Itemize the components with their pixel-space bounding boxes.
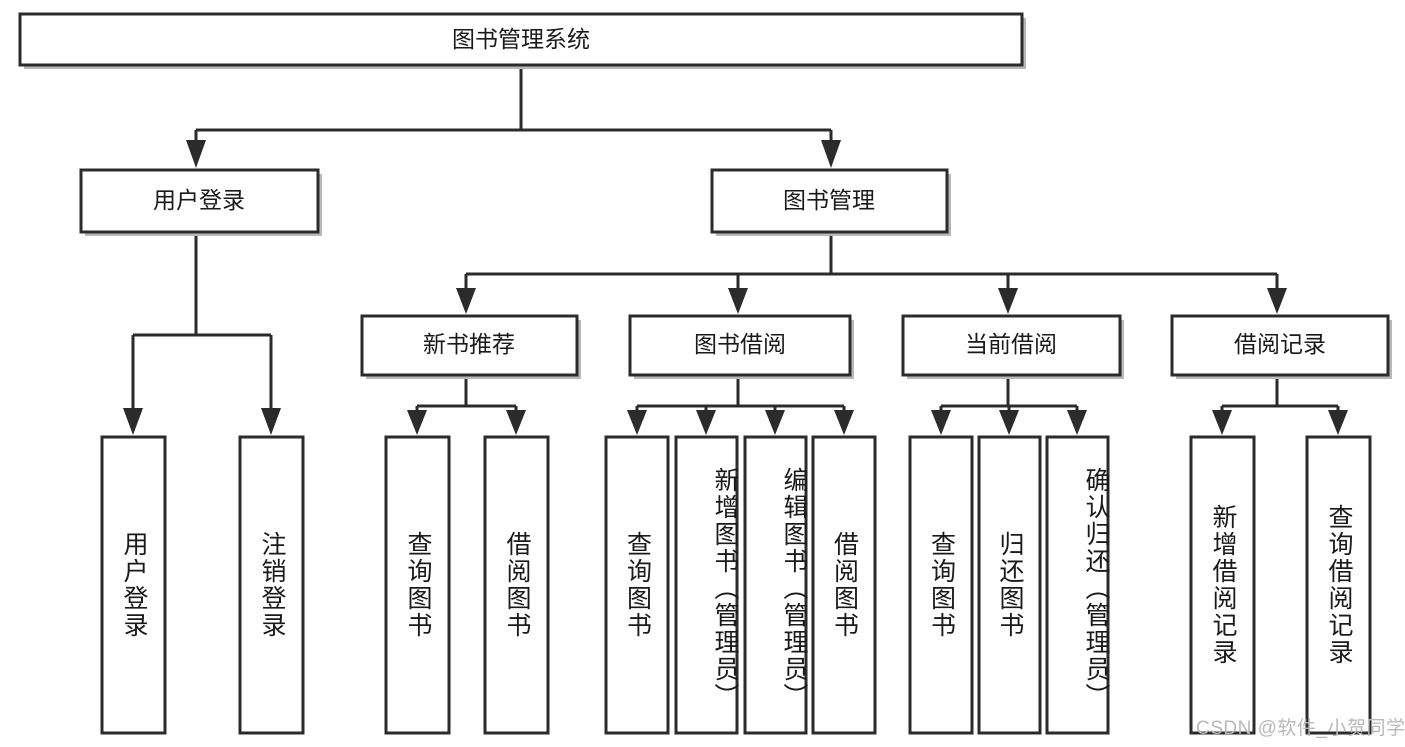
arrowhead-br-leaf-2 bbox=[1328, 410, 1348, 435]
arrowhead-cb-leaf-1 bbox=[931, 410, 951, 435]
leaf-box-book-borrow-3[interactable] bbox=[743, 435, 808, 735]
current-borrow-label: 当前借阅 bbox=[965, 331, 1057, 357]
leaf-box-new-book-1[interactable] bbox=[384, 435, 451, 735]
arrowhead-bb-leaf-4 bbox=[834, 410, 854, 435]
user-login-label: 用户登录 bbox=[153, 187, 245, 213]
leaf-box-user-login-1[interactable] bbox=[100, 435, 167, 735]
leaf-box-user-login-2[interactable] bbox=[238, 435, 305, 735]
root-label: 图书管理系统 bbox=[452, 26, 590, 52]
book-borrow-label: 图书借阅 bbox=[694, 331, 786, 357]
arrowhead-cb-leaf-2 bbox=[999, 410, 1019, 435]
arrowhead-nb-leaf-1 bbox=[407, 410, 427, 435]
arrowhead-nb-leaf-2 bbox=[506, 410, 526, 435]
new-book-box bbox=[360, 314, 579, 377]
arrowhead-bb-leaf-2 bbox=[696, 410, 716, 435]
book-borrow-box bbox=[628, 314, 852, 377]
leaf-box-current-borrow-2[interactable] bbox=[977, 435, 1042, 735]
node-current-borrow[interactable]: 当前借阅 bbox=[901, 314, 1124, 379]
arrowhead-br-leaf-1 bbox=[1212, 410, 1232, 435]
leaf-box-book-borrow-4[interactable] bbox=[811, 435, 877, 735]
arrowhead-user-login bbox=[186, 140, 206, 168]
leaf-box-current-borrow-3[interactable] bbox=[1045, 435, 1110, 735]
node-book-manage[interactable]: 图书管理 bbox=[710, 168, 951, 236]
leaf-box-group bbox=[100, 435, 1372, 735]
arrowhead-bb-leaf-3 bbox=[765, 410, 785, 435]
arrowhead-new-book bbox=[456, 288, 476, 314]
arrowhead-bb-leaf-1 bbox=[627, 410, 647, 435]
leaf-box-borrow-record-1[interactable] bbox=[1189, 435, 1256, 735]
csdn-watermark: CSDN @软件_小贺同学 bbox=[1196, 718, 1405, 739]
node-book-borrow[interactable]: 图书借阅 bbox=[628, 314, 854, 379]
arrowhead-book-borrow bbox=[728, 288, 748, 314]
current-borrow-box bbox=[901, 314, 1122, 377]
node-borrow-record[interactable]: 借阅记录 bbox=[1170, 314, 1392, 379]
arrowhead-cb-leaf-3 bbox=[1067, 410, 1087, 435]
borrow-record-box bbox=[1170, 314, 1390, 377]
book-manage-label: 图书管理 bbox=[783, 187, 875, 213]
node-new-book-recommend[interactable]: 新书推荐 bbox=[360, 314, 581, 379]
node-root[interactable]: 图书管理系统 bbox=[18, 12, 1026, 69]
arrowhead-book-manage bbox=[821, 140, 841, 168]
arrowhead-leaf-user-login-1 bbox=[123, 408, 143, 435]
connector-group bbox=[123, 65, 1348, 435]
user-login-box bbox=[79, 168, 320, 234]
arrowhead-leaf-user-login-2 bbox=[261, 408, 281, 435]
arrowhead-current-borrow bbox=[998, 288, 1018, 314]
borrow-record-label: 借阅记录 bbox=[1234, 331, 1326, 357]
node-user-login[interactable]: 用户登录 bbox=[79, 168, 322, 236]
leaf-box-current-borrow-1[interactable] bbox=[908, 435, 974, 735]
root-box bbox=[18, 12, 1024, 67]
leaf-box-book-borrow-2[interactable] bbox=[674, 435, 739, 735]
leaf-box-borrow-record-2[interactable] bbox=[1305, 435, 1372, 735]
arrowhead-borrow-record bbox=[1267, 288, 1287, 314]
book-manage-box bbox=[710, 168, 949, 234]
leaf-box-new-book-2[interactable] bbox=[483, 435, 550, 735]
new-book-label: 新书推荐 bbox=[423, 331, 515, 357]
leaf-box-book-borrow-1[interactable] bbox=[604, 435, 670, 735]
